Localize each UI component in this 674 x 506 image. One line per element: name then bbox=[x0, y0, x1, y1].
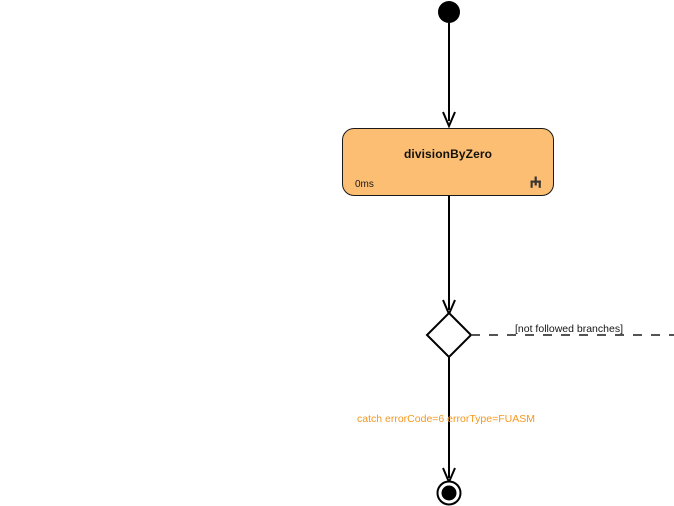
rake-icon bbox=[530, 176, 541, 188]
catch-clause-label: catch errorCode=6 errorType=FUASM bbox=[357, 413, 535, 425]
initial-node[interactable] bbox=[438, 1, 460, 23]
not-followed-branches-label: [not followed branches] bbox=[515, 323, 623, 335]
activity-node-divisionbyzero[interactable]: divisionByZero 0ms bbox=[342, 128, 554, 196]
activity-title: divisionByZero bbox=[403, 147, 493, 161]
arrowhead-into-activity bbox=[442, 111, 456, 129]
final-node-core bbox=[441, 485, 457, 501]
decision-node[interactable] bbox=[425, 311, 473, 359]
activity-duration: 0ms bbox=[355, 179, 374, 190]
